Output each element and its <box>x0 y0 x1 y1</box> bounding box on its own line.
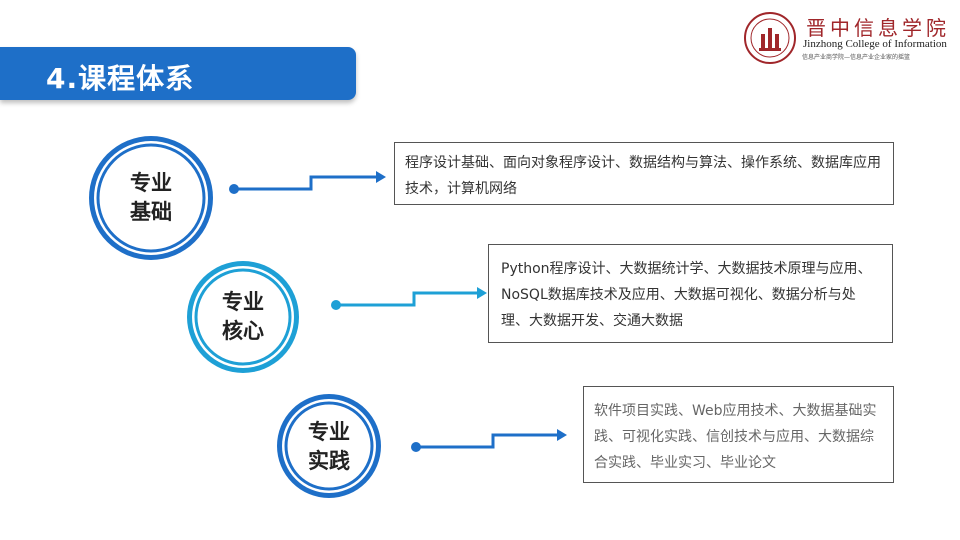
content-text-basic: 程序设计基础、面向对象程序设计、数据结构与算法、操作系统、数据库应用技术，计算机… <box>405 155 881 197</box>
section-label-line1: 专业 <box>130 171 172 195</box>
section-label-line1: 专业 <box>308 420 350 444</box>
content-box-practice: 软件项目实践、Web应用技术、大数据基础实践、可视化实践、信创技术与应用、大数据… <box>583 386 894 483</box>
section-label-line2: 基础 <box>130 200 172 224</box>
section-label-line2: 核心 <box>222 319 264 343</box>
section-label-line2: 实践 <box>308 449 350 473</box>
section-label-basic: 专业 基础 <box>111 169 191 227</box>
section-label-line1: 专业 <box>222 290 264 314</box>
circle-ring-2 <box>187 261 299 373</box>
circle-ring-1 <box>89 136 213 260</box>
connector-1 <box>229 171 386 194</box>
page-title: 4.课程体系 <box>46 62 195 95</box>
logo-slogan: 信息产业商学院—信息产业企业家的摇篮 <box>802 54 911 61</box>
section-label-core: 专业 核心 <box>203 288 283 346</box>
content-box-basic: 程序设计基础、面向对象程序设计、数据结构与算法、操作系统、数据库应用技术，计算机… <box>394 142 894 205</box>
content-box-core: Python程序设计、大数据统计学、大数据技术原理与应用、NoSQL数据库技术及… <box>488 244 893 343</box>
connector-3 <box>411 429 567 452</box>
college-seal-icon <box>744 12 796 64</box>
logo-english-name: Jinzhong College of Information <box>803 38 947 50</box>
section-label-practice: 专业 实践 <box>289 418 369 476</box>
logo-name: 晋中信息学院 <box>806 16 950 40</box>
circle-ring-3 <box>277 394 381 498</box>
content-text-practice: 软件项目实践、Web应用技术、大数据基础实践、可视化实践、信创技术与应用、大数据… <box>594 403 877 471</box>
content-text-core: Python程序设计、大数据统计学、大数据技术原理与应用、NoSQL数据库技术及… <box>501 261 872 329</box>
title-bar <box>0 47 356 100</box>
connector-2 <box>331 287 487 310</box>
